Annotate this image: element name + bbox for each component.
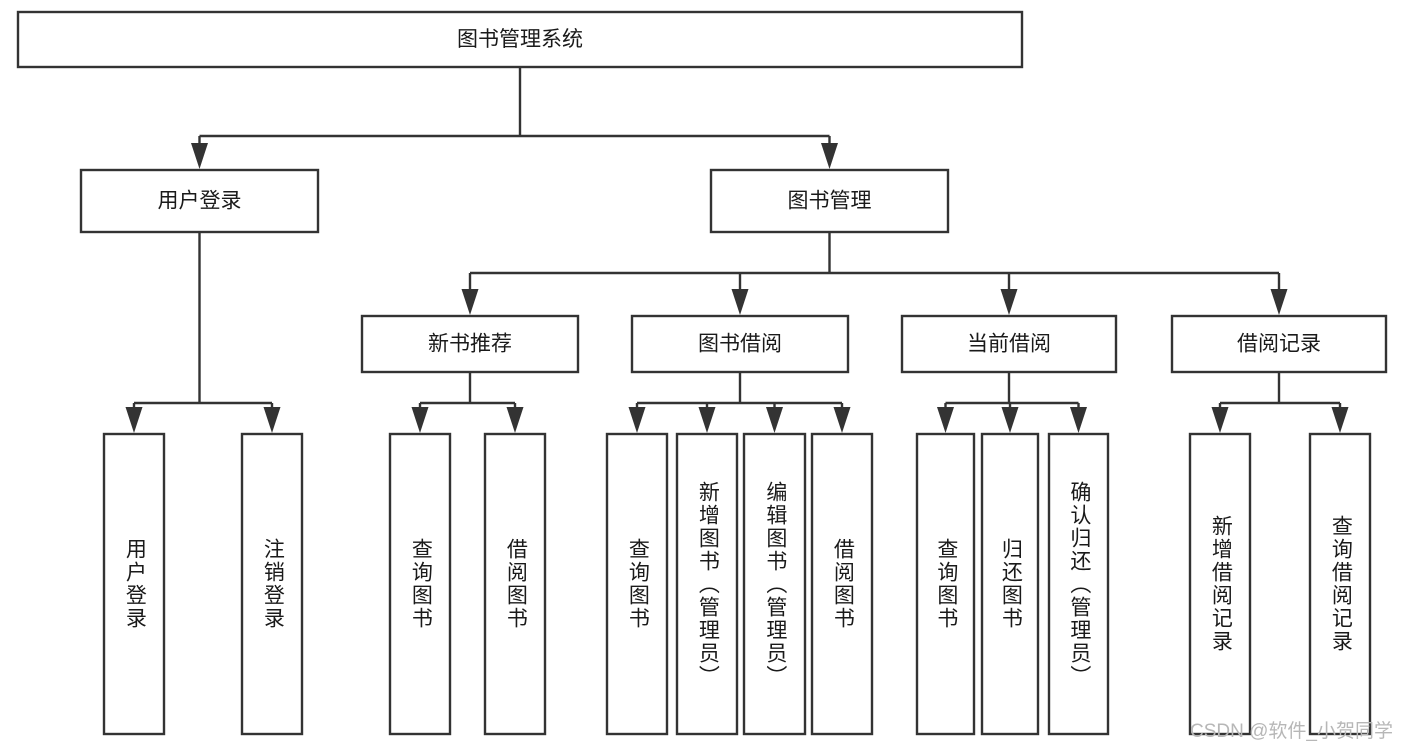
connector-group <box>628 372 851 433</box>
node-box <box>388 432 452 736</box>
connector-group <box>191 67 838 169</box>
node-l4[interactable] <box>483 432 547 736</box>
node-label: 当前借阅 <box>967 333 1051 356</box>
arrow-head-icon <box>731 289 749 315</box>
node-n2a[interactable]: 用户登录 <box>79 168 320 234</box>
node-box <box>1308 432 1372 736</box>
arrow-head-icon <box>698 407 716 433</box>
arrow-head-icon <box>628 407 646 433</box>
arrow-head-icon <box>937 407 954 433</box>
node-box <box>630 314 850 374</box>
node-n3b[interactable]: 图书借阅 <box>630 314 850 374</box>
node-box <box>742 432 807 736</box>
arrow-head-icon <box>1001 407 1019 433</box>
arrow-head-icon <box>1331 407 1349 433</box>
node-box <box>605 432 669 736</box>
node-n3c[interactable]: 当前借阅 <box>900 314 1118 374</box>
watermark-text: CSDN @软件_小贺同学 <box>1190 721 1393 742</box>
connector-group <box>411 372 524 433</box>
node-l8[interactable] <box>810 432 874 736</box>
node-l10[interactable] <box>980 432 1040 736</box>
node-n2b[interactable]: 图书管理 <box>709 168 950 234</box>
node-box <box>1047 432 1110 736</box>
node-box <box>102 432 166 736</box>
node-label: 图书借阅 <box>698 333 782 356</box>
node-n3d[interactable]: 借阅记录 <box>1170 314 1388 374</box>
node-label: 新书推荐 <box>428 333 512 356</box>
node-box <box>1188 432 1252 736</box>
node-l2[interactable] <box>240 432 304 736</box>
node-label: 图书管理 <box>788 190 872 213</box>
node-box <box>360 314 580 374</box>
arrow-head-icon <box>263 407 281 433</box>
arrow-head-icon <box>821 143 838 169</box>
connector-group <box>461 232 1288 315</box>
arrow-head-icon <box>833 407 851 433</box>
connector-group <box>125 232 281 433</box>
connector-layer <box>125 67 1349 433</box>
arrow-head-icon <box>461 289 479 315</box>
connector-group <box>937 372 1087 433</box>
node-box <box>79 168 320 234</box>
arrow-head-icon <box>191 143 208 169</box>
node-label: 借阅记录 <box>1237 333 1321 356</box>
node-box <box>810 432 874 736</box>
node-l12[interactable] <box>1188 432 1252 736</box>
arrow-head-icon <box>1211 407 1229 433</box>
node-box <box>240 432 304 736</box>
node-l9[interactable] <box>915 432 976 736</box>
arrow-head-icon <box>125 407 143 433</box>
node-box <box>980 432 1040 736</box>
node-l6[interactable] <box>675 432 739 736</box>
arrow-head-icon <box>1070 407 1087 433</box>
node-box <box>483 432 547 736</box>
node-box <box>900 314 1118 374</box>
node-box <box>709 168 950 234</box>
node-l11[interactable] <box>1047 432 1110 736</box>
node-box <box>675 432 739 736</box>
node-l7[interactable] <box>742 432 807 736</box>
node-label: 图书管理系统 <box>457 28 583 51</box>
connector-group <box>1211 372 1349 433</box>
node-l3[interactable] <box>388 432 452 736</box>
node-label: 用户登录 <box>158 190 242 213</box>
arrow-head-icon <box>506 407 524 433</box>
node-box <box>915 432 976 736</box>
arrow-head-icon <box>411 407 429 433</box>
node-box <box>1170 314 1388 374</box>
node-root[interactable]: 图书管理系统 <box>16 10 1024 69</box>
arrow-head-icon <box>1000 289 1018 315</box>
node-l1[interactable] <box>102 432 166 736</box>
node-l5[interactable] <box>605 432 669 736</box>
node-box <box>16 10 1024 69</box>
arrow-head-icon <box>766 407 783 433</box>
node-l13[interactable] <box>1308 432 1372 736</box>
arrow-head-icon <box>1270 289 1288 315</box>
node-n3a[interactable]: 新书推荐 <box>360 314 580 374</box>
